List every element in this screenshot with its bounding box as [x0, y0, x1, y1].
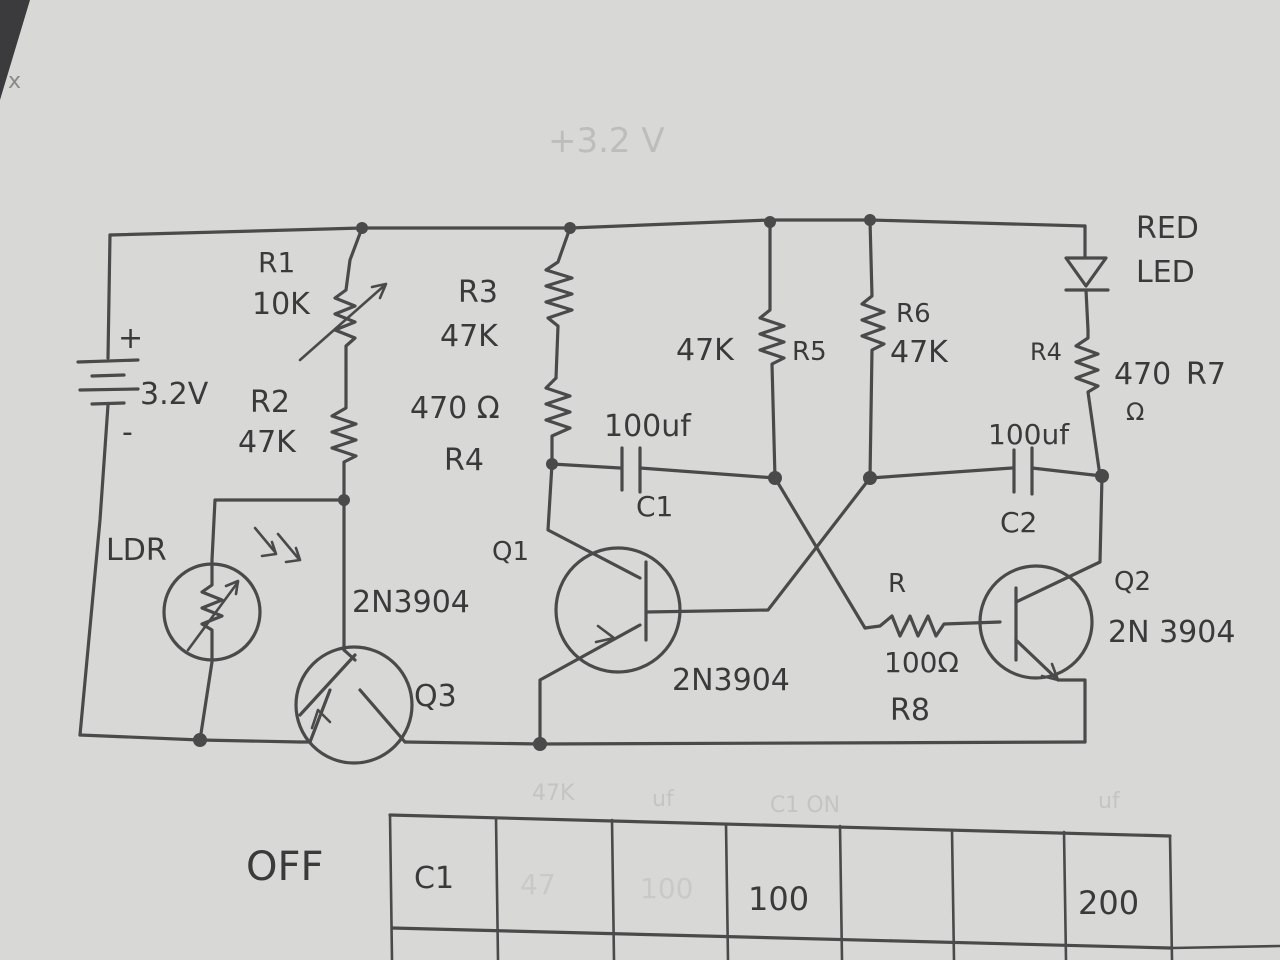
q1-transistor	[538, 462, 872, 746]
r2-value-label: 47K	[238, 425, 297, 460]
ground-rail-right	[403, 740, 1087, 746]
r7-resistor	[1074, 328, 1102, 478]
q3-part-label: 2N3904	[352, 585, 470, 620]
ldr-label: LDR	[106, 533, 167, 568]
r6-value-label: 47K	[890, 335, 949, 370]
r8-name-label: R8	[890, 693, 930, 728]
r5-name-label: R5	[792, 337, 827, 367]
c2-name-label: C2	[1000, 506, 1037, 539]
q1-part-label: 2N3904	[672, 663, 790, 698]
r4-right-name-label: R4	[1030, 338, 1062, 366]
led-label-line2: LED	[1136, 255, 1195, 290]
table-cell: C1	[414, 861, 454, 896]
r8-value-label: 100Ω	[884, 646, 959, 679]
table-cell: 100	[748, 880, 809, 918]
r6-resistor	[860, 218, 886, 480]
r7-name-label: R7	[1186, 357, 1226, 392]
corner-mark: x	[8, 69, 21, 94]
ghost-header: C1 ON	[770, 793, 840, 818]
positive-rail	[108, 218, 1087, 237]
r1-potentiometer	[298, 226, 388, 372]
q2-name-label: Q2	[1114, 567, 1151, 597]
r4-left-resistor	[544, 376, 572, 466]
ghost-header: uf	[652, 787, 675, 812]
r1-name-label: R1	[258, 246, 295, 279]
q2-part-label: 2N 3904	[1108, 615, 1235, 650]
c2-capacitor	[868, 446, 1104, 496]
r5-resistor	[758, 220, 786, 480]
table-cell: 200	[1078, 884, 1139, 922]
ghost-header: uf	[1098, 789, 1121, 814]
led-label-line1: RED	[1136, 211, 1199, 246]
r3-name-label: R3	[458, 275, 498, 310]
ghost-header: 47K	[532, 781, 575, 806]
table-cell: 47	[520, 868, 556, 901]
r7-value-label: 470	[1114, 357, 1171, 392]
r1-value-label: 10K	[252, 287, 311, 322]
c1-name-label: C1	[636, 490, 673, 523]
r4-left-value-label: 470 Ω	[410, 391, 500, 426]
r2-name-label: R2	[250, 385, 290, 420]
c1-value-label: 100uf	[604, 409, 692, 444]
battery-minus-sign: -	[122, 415, 133, 450]
r4-left-name-label: R4	[444, 443, 484, 478]
r8-resistor	[863, 614, 1002, 638]
r5-value-label: 47K	[676, 333, 735, 368]
ldr-symbol	[162, 498, 346, 742]
battery-voltage-label: 3.2V	[140, 377, 209, 412]
q1-name-label: Q1	[492, 537, 529, 567]
table-cell: 100	[640, 872, 693, 905]
red-led	[1064, 224, 1110, 332]
r3-resistor	[544, 226, 574, 380]
r6-name-label: R6	[896, 299, 931, 329]
q3-name-label: Q3	[414, 679, 457, 714]
q3-transistor	[294, 498, 414, 765]
ghost-supply-label: +3.2 V	[548, 121, 665, 161]
r7-unit-label: Ω	[1126, 398, 1144, 426]
c2-value-label: 100uf	[988, 418, 1070, 451]
table-row-label: OFF	[246, 844, 324, 890]
r3-value-label: 47K	[440, 319, 499, 354]
cross-wire	[773, 476, 867, 630]
q2-transistor	[978, 474, 1104, 744]
r2-resistor	[330, 368, 358, 502]
battery-plus-sign: +	[118, 321, 143, 356]
value-table	[388, 813, 1280, 960]
c1-capacitor	[550, 446, 777, 494]
battery-symbol	[76, 233, 140, 737]
r8-top-label: R	[888, 569, 906, 599]
